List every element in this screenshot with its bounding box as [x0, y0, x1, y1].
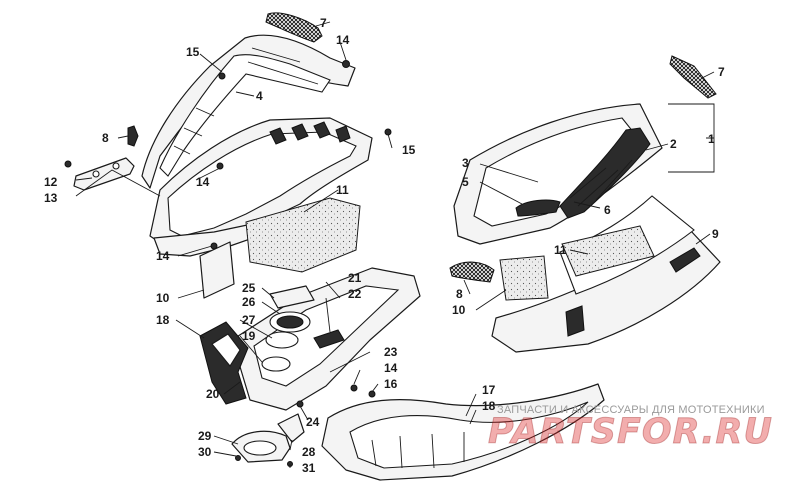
foam-pad-11-left	[245, 197, 361, 273]
callout-26: 26	[242, 295, 256, 309]
side-panel-9-slots	[565, 305, 585, 337]
callout-18-right: 18	[482, 399, 496, 413]
callout-22: 22	[348, 287, 362, 301]
leader-lines	[75, 21, 715, 468]
callout-9: 9	[712, 227, 719, 241]
fastener-15-a	[218, 72, 226, 80]
decal-2-streaks	[569, 159, 633, 207]
callout-8-left: 8	[102, 131, 109, 145]
plate-25	[269, 285, 315, 309]
mesh-vent-8-right	[449, 261, 495, 283]
side-panel-assembly-right	[449, 55, 721, 353]
callout-17: 17	[482, 383, 496, 397]
callout-10-left: 10	[156, 291, 170, 305]
callout-14-low: 14	[156, 249, 170, 263]
callout-1: 1	[708, 132, 715, 146]
callout-8-right: 8	[456, 287, 463, 301]
callout-24: 24	[306, 415, 320, 429]
callout-13: 13	[44, 191, 58, 205]
callout-2: 2	[670, 137, 677, 151]
callout-16: 16	[384, 377, 398, 391]
callout-4: 4	[256, 89, 263, 103]
callout-28: 28	[302, 445, 316, 459]
callout-labels: 7 14 15 4 8 15 12 13 14 11 14 10 25 26 2…	[44, 16, 725, 475]
foam-pad-11-right	[561, 225, 655, 277]
callout-19: 19	[242, 329, 256, 343]
port-19	[261, 356, 291, 372]
callout-12: 12	[44, 175, 58, 189]
side-panel-9	[491, 229, 721, 353]
fastener-24	[296, 400, 304, 408]
bracket-bolt-2	[112, 162, 120, 170]
port-26-inner	[276, 315, 304, 329]
skid-plate-ribs	[371, 432, 465, 469]
panel-10-right	[499, 255, 549, 301]
callout-10-right: 10	[452, 303, 466, 317]
watermark-caption: ЗАПЧАСТИ И АКСЕССУАРЫ ДЛЯ МОТОТЕХНИКИ	[497, 404, 765, 416]
hood-upper-ribs	[173, 47, 319, 155]
callout-15-right: 15	[402, 143, 416, 157]
callout-21: 21	[348, 271, 362, 285]
hood-upper-inner	[159, 54, 331, 177]
callout-7-right: 7	[718, 65, 725, 79]
callout-25: 25	[242, 281, 256, 295]
flap-18	[199, 321, 249, 405]
skid-plate-inner	[349, 401, 589, 469]
fastener-12	[64, 160, 72, 168]
fastener-14-d	[350, 384, 358, 392]
fastener-16	[368, 390, 376, 398]
bracket-28	[277, 413, 305, 443]
callout-14-mid: 14	[196, 175, 210, 189]
bracket-bolt-1	[92, 170, 100, 178]
belly-pan-assembly	[199, 267, 605, 481]
hood-assembly-left	[64, 12, 392, 299]
mesh-vent-7-right	[669, 55, 717, 99]
callout-29: 29	[198, 429, 212, 443]
callout-18-left: 18	[156, 313, 170, 327]
callout-3: 3	[462, 156, 469, 170]
callout-5: 5	[462, 175, 469, 189]
callout-11-right: 11	[554, 243, 567, 257]
cup-29-port	[243, 440, 277, 456]
mesh-vent-7-left	[265, 12, 323, 43]
flap-19-rim	[211, 333, 241, 367]
fastener-30	[235, 455, 241, 461]
emblem-5	[515, 199, 561, 217]
clip-part-8-left	[127, 125, 139, 147]
callout-27: 27	[242, 313, 256, 327]
hood-lower-rim	[167, 131, 357, 237]
callout-6: 6	[604, 203, 611, 217]
fastener-14-b	[216, 162, 224, 170]
plate-22	[313, 329, 345, 349]
callout-23: 23	[384, 345, 398, 359]
callout-14-top: 14	[336, 33, 350, 47]
callout-15-top: 15	[186, 45, 200, 59]
callout-7-top: 7	[320, 16, 327, 30]
panel-10-left	[199, 241, 235, 299]
callout-14-bottom: 14	[384, 361, 398, 375]
callout-20: 20	[206, 387, 220, 401]
side-bracket	[73, 157, 135, 191]
vent-9	[669, 247, 701, 273]
watermark-logo: PARTSFOR.RU	[488, 412, 773, 453]
fastener-14-a	[342, 60, 350, 68]
decal-2	[559, 127, 651, 219]
callout-30: 30	[198, 445, 212, 459]
port-27	[265, 331, 299, 349]
callout-31: 31	[302, 461, 316, 475]
hood-vents	[269, 121, 351, 145]
callout-11-left: 11	[336, 183, 349, 197]
